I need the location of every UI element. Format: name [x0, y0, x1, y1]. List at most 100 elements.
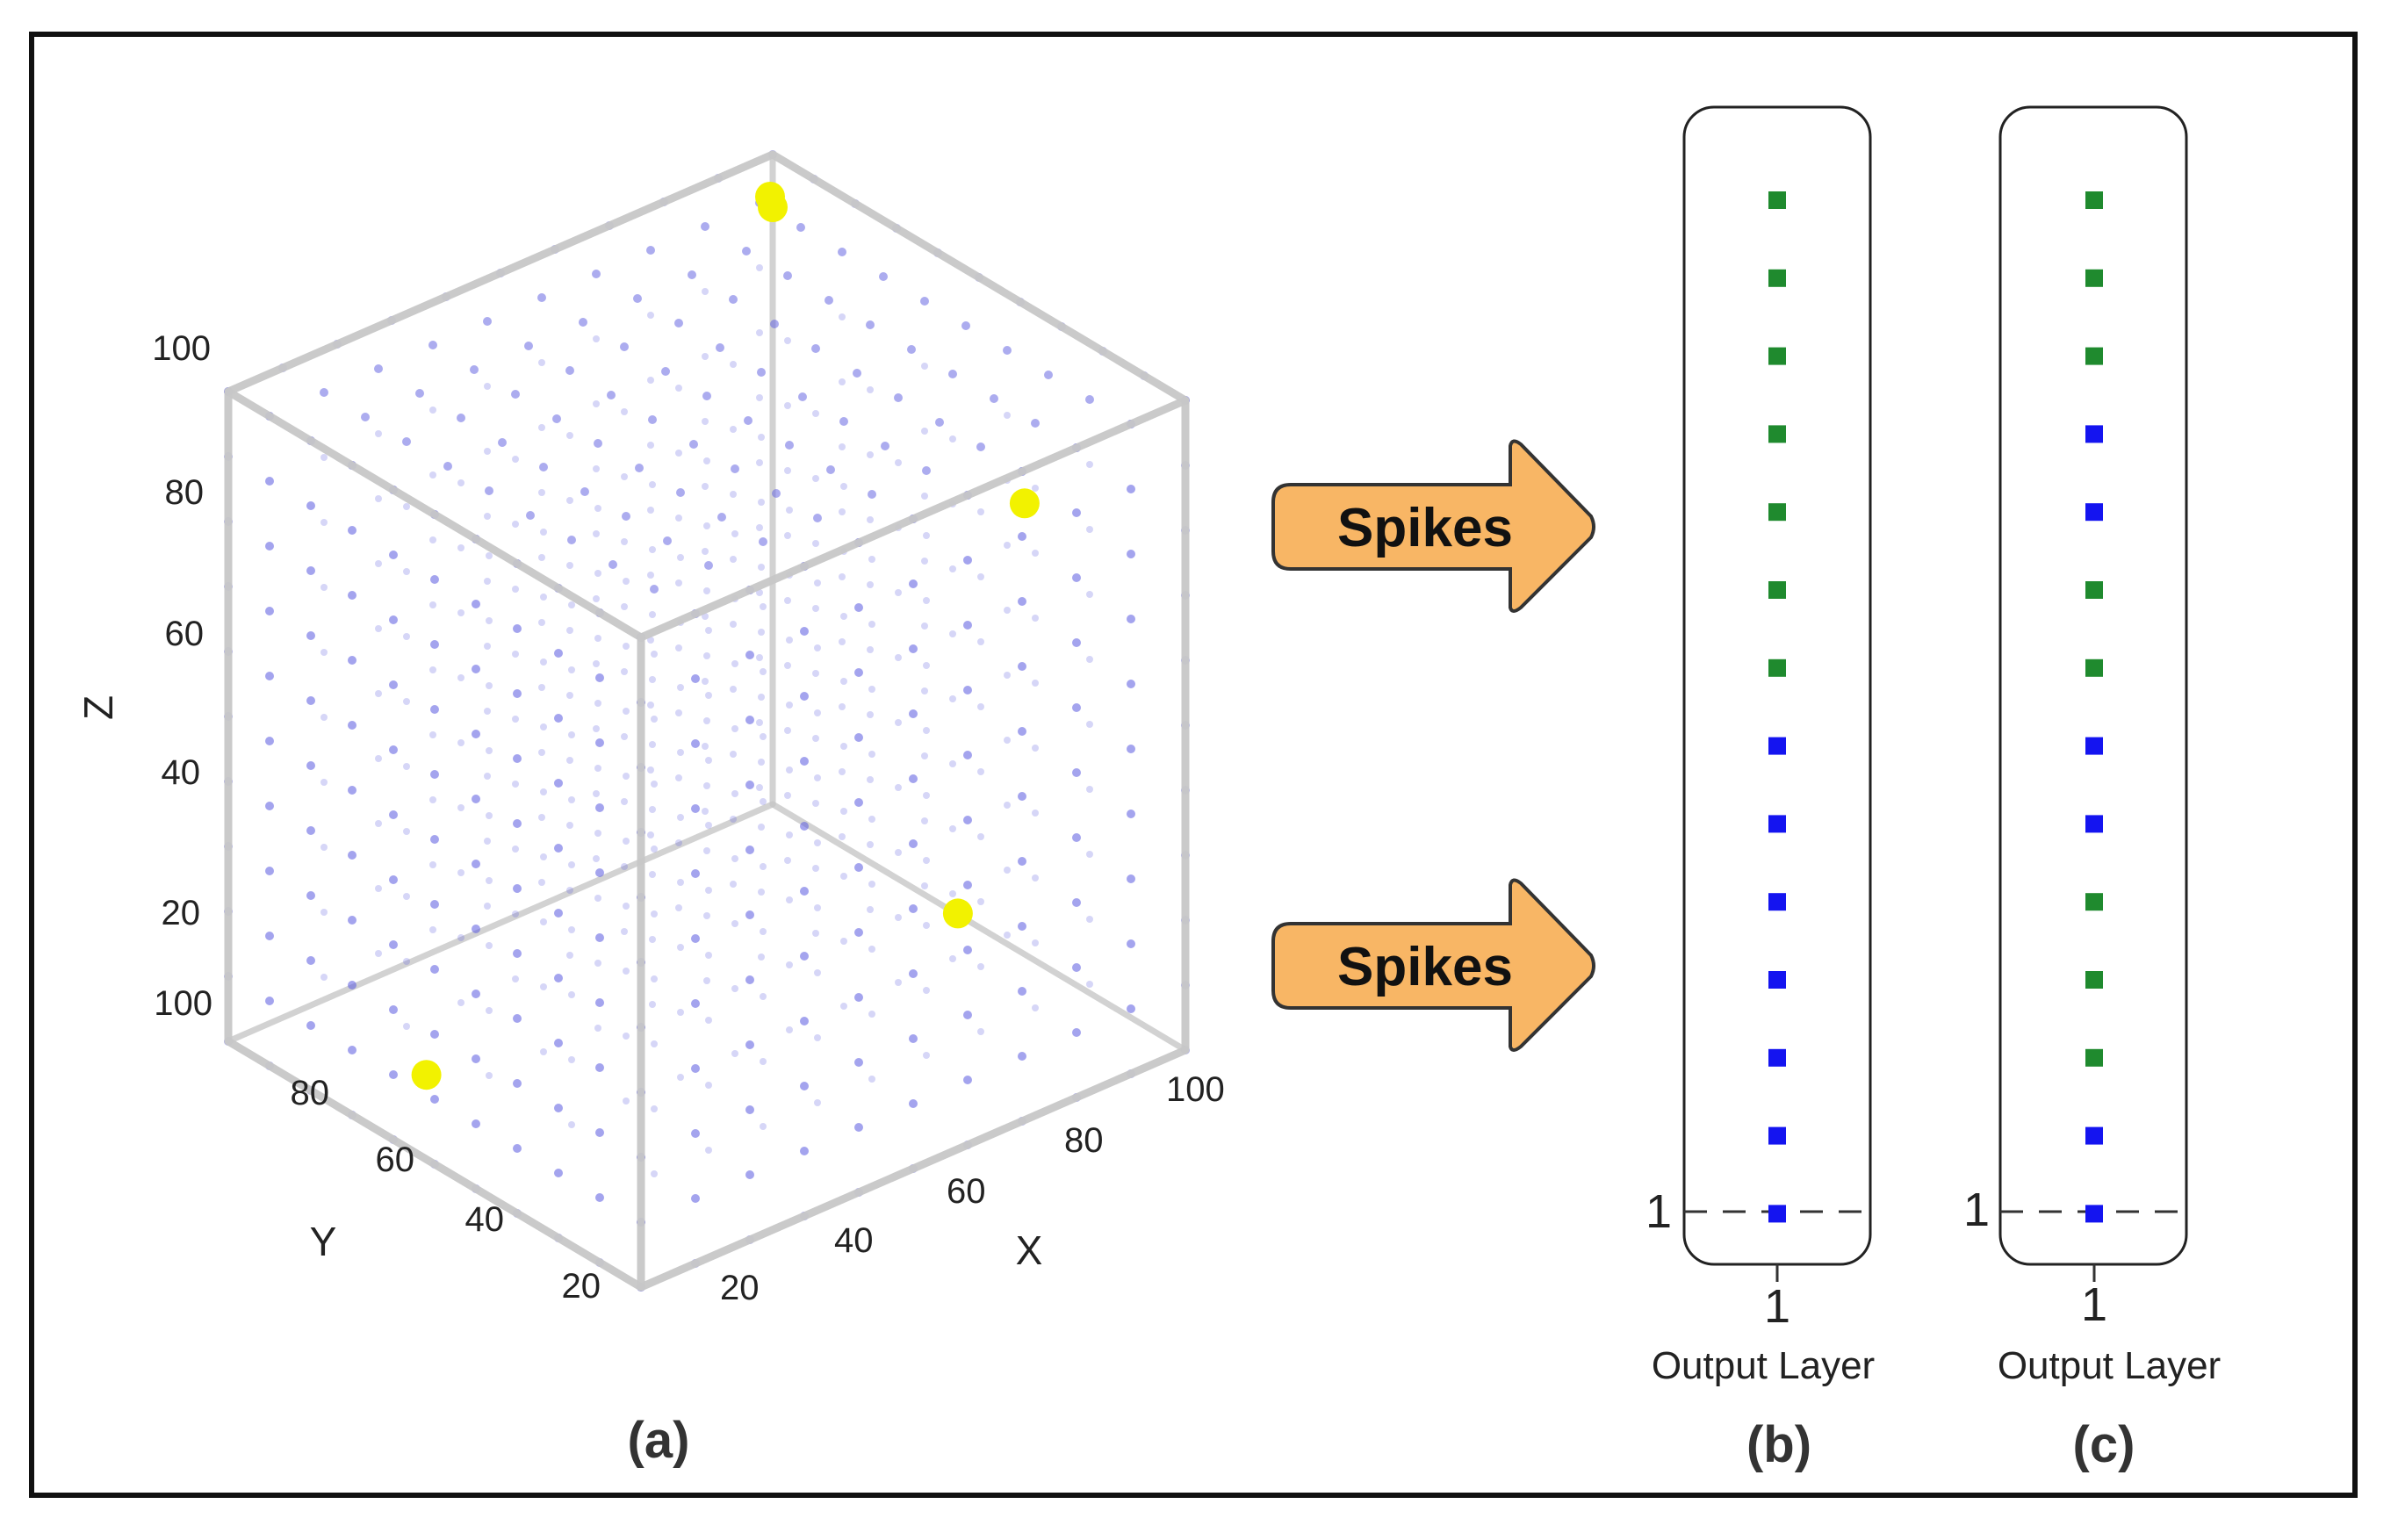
- neuron-dot: [921, 558, 928, 565]
- neuron-dot: [744, 416, 753, 425]
- neuron-dot: [1086, 981, 1093, 988]
- panel-label-a: (a): [628, 1412, 690, 1469]
- neuron-dot: [812, 800, 819, 807]
- neuron-dot: [758, 629, 765, 636]
- neuron-dot: [705, 952, 712, 959]
- neuron-dot: [484, 708, 491, 715]
- neuron-dot: [1127, 874, 1135, 883]
- neuron-dot: [375, 430, 382, 437]
- neuron-dot: [784, 337, 791, 344]
- neuron-dot: [909, 1034, 918, 1043]
- neuron-dot: [702, 743, 709, 750]
- neuron-dot: [921, 428, 928, 435]
- neuron-dot: [840, 483, 847, 490]
- neuron-dot: [811, 344, 820, 353]
- neuron-dot: [486, 877, 493, 884]
- neuron-dot: [607, 391, 616, 399]
- neuron-dot: [691, 869, 700, 878]
- neuron-dot: [540, 983, 547, 990]
- y-tick-1: 1: [1963, 1184, 1990, 1236]
- neuron-dot: [375, 885, 382, 892]
- neuron-dot: [1086, 591, 1093, 598]
- neuron-dot: [595, 1128, 604, 1137]
- neuron-dot: [375, 820, 382, 827]
- cube-edge: [769, 801, 1189, 1054]
- neuron-dot: [963, 686, 972, 694]
- neuron-dot: [784, 792, 791, 799]
- output-neuron-green: [1768, 191, 1786, 209]
- neuron-dot: [538, 489, 545, 496]
- neuron-dot: [977, 768, 984, 775]
- neuron-dot: [868, 490, 876, 499]
- neuron-dot: [703, 522, 710, 529]
- neuron-dot: [716, 343, 724, 352]
- cube-back-edges: [225, 151, 1189, 1054]
- neuron-dot: [895, 589, 902, 596]
- neuron-dot: [909, 774, 918, 783]
- neuron-dot: [963, 816, 972, 824]
- neuron-dot: [760, 863, 767, 870]
- output-neuron-green: [1768, 581, 1786, 599]
- output-neuron-blue: [2085, 1205, 2103, 1223]
- neuron-dot: [1004, 607, 1011, 614]
- neuron-dot: [403, 828, 410, 835]
- neuron-dot: [677, 814, 684, 821]
- neuron-dot: [977, 573, 984, 580]
- neuron-dot: [1018, 662, 1026, 671]
- neuron-dot: [484, 643, 491, 650]
- neuron-dot: [770, 320, 779, 328]
- neuron-dot: [512, 716, 519, 723]
- neuron-dot: [677, 554, 684, 561]
- neuron-dot: [265, 542, 274, 551]
- neuron-dot: [731, 530, 738, 537]
- x-tick-60: 60: [947, 1172, 986, 1211]
- neuron-dot: [320, 584, 328, 591]
- neuron-dot: [867, 906, 874, 913]
- neuron-dot: [705, 692, 712, 699]
- neuron-dot: [486, 617, 493, 624]
- neuron-dot: [513, 819, 522, 828]
- neuron-dot: [812, 410, 819, 417]
- neuron-dot: [730, 491, 737, 498]
- neuron-dot: [621, 408, 628, 415]
- neuron-dot: [800, 1017, 809, 1025]
- neuron-dot: [760, 993, 767, 1000]
- neuron-dot: [375, 560, 382, 567]
- neuron-dot: [389, 680, 398, 689]
- neuron-dot: [593, 335, 600, 342]
- neuron-dot: [348, 851, 356, 860]
- neuron-dot: [430, 900, 439, 909]
- neuron-dot: [552, 414, 561, 423]
- neuron-dot: [800, 887, 809, 896]
- neuron-dot: [949, 695, 956, 702]
- neuron-dot: [623, 838, 630, 845]
- neuron-dot: [429, 861, 436, 868]
- neuron-dot: [705, 822, 712, 829]
- neuron-dot: [839, 508, 846, 515]
- neuron-dot: [798, 392, 807, 401]
- neuron-dot: [731, 985, 738, 992]
- neuron-dot: [457, 869, 464, 876]
- neuron-dot: [853, 369, 861, 378]
- neuron-dot: [623, 773, 630, 780]
- x-tick-40: 40: [834, 1221, 874, 1260]
- neuron-dot: [895, 459, 902, 466]
- neuron-dot: [745, 1105, 754, 1114]
- neuron-dot: [825, 296, 833, 305]
- neuron-dot: [649, 481, 656, 488]
- neuron-dot: [429, 407, 436, 414]
- output-neuron-blue: [1768, 1126, 1786, 1145]
- neuron-dot: [1004, 932, 1011, 939]
- neuron-dot: [977, 703, 984, 710]
- neuron-dot: [1032, 745, 1039, 752]
- neuron-dot: [895, 914, 902, 921]
- neuron-dot: [745, 716, 754, 724]
- neuron-dot: [403, 958, 410, 965]
- neuron-dot: [486, 942, 493, 949]
- neuron-dot: [623, 578, 630, 585]
- neuron-dot: [513, 624, 522, 633]
- neuron-dot: [1032, 810, 1039, 817]
- neuron-dot: [839, 417, 848, 426]
- neuron-dot: [812, 930, 819, 937]
- neuron-dot: [949, 760, 956, 767]
